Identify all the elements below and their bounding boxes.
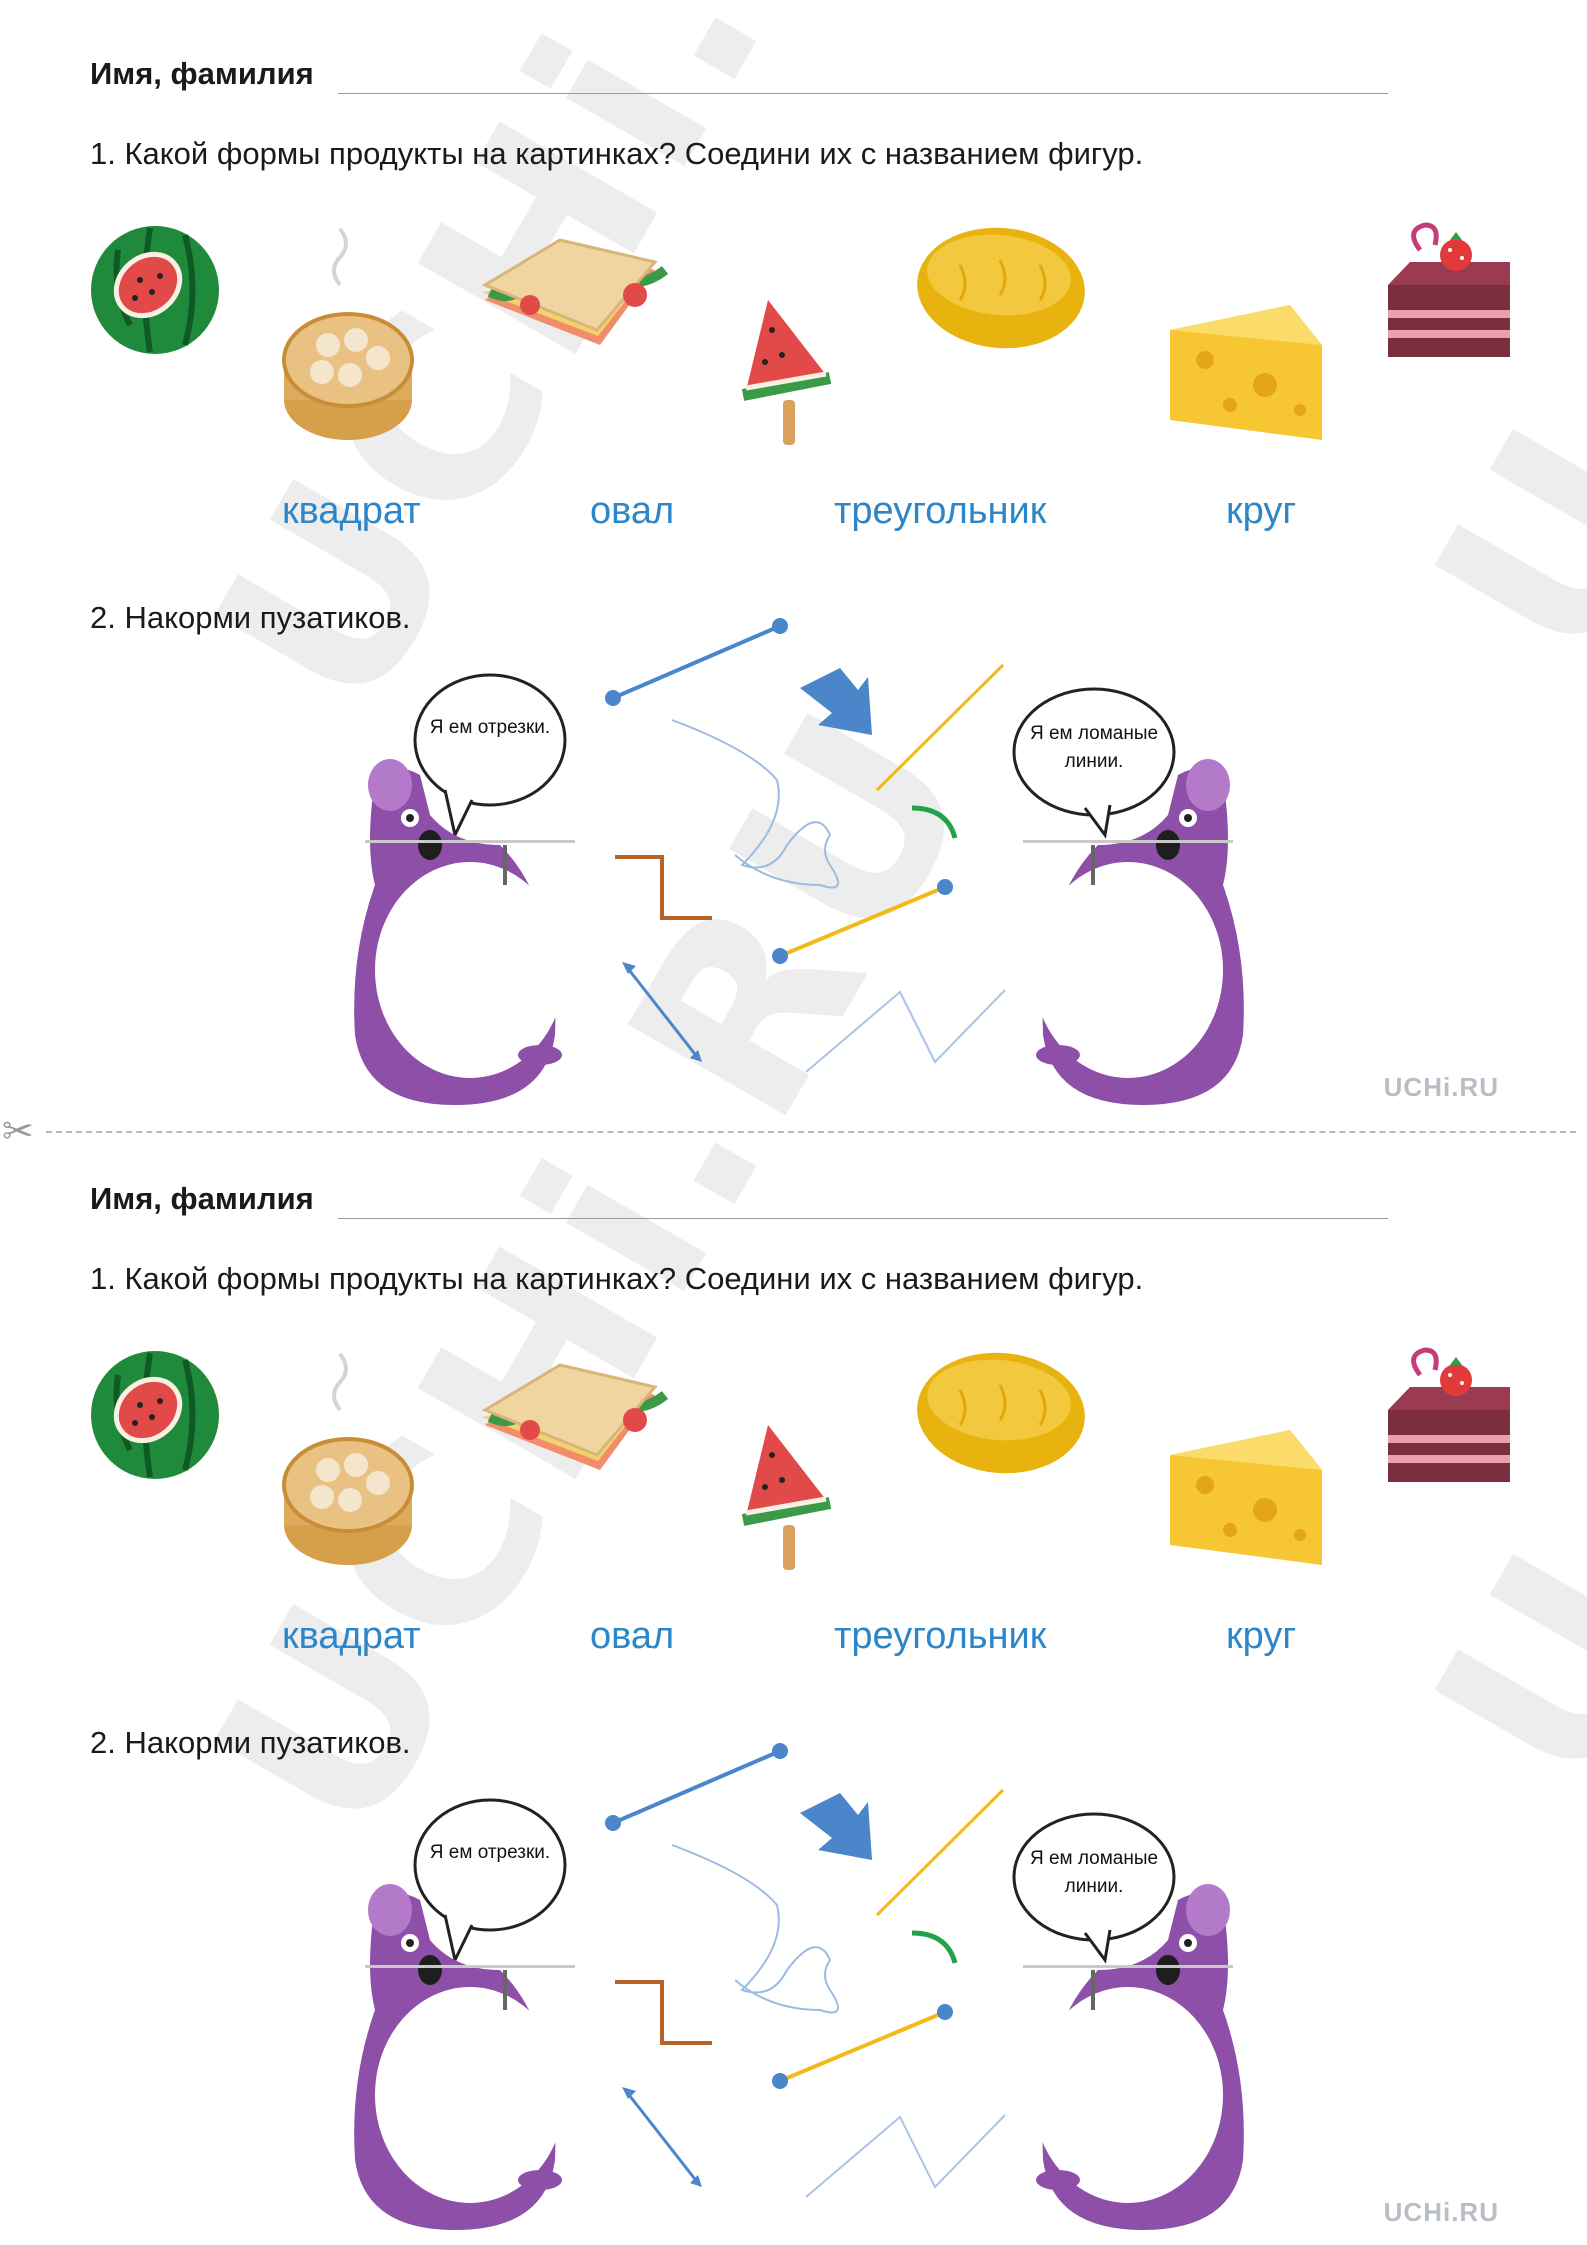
shape-word-oval: овал <box>590 1615 675 1657</box>
bubble-right-text-line2: линии. <box>1064 751 1124 772</box>
double-arrow-line[interactable] <box>622 962 702 1062</box>
line-segment-blue[interactable] <box>605 1743 788 1831</box>
speech-bubble-left <box>413 673 567 840</box>
bubble-left-text: Я ем отрезки. <box>429 717 551 738</box>
shape-word-triangle: треугольник <box>834 490 1047 532</box>
cake-icon[interactable] <box>1388 1347 1510 1482</box>
cut-line: ✂ <box>0 1111 1587 1153</box>
cheese-icon[interactable] <box>1170 1430 1322 1565</box>
sandwich-icon[interactable] <box>481 238 669 345</box>
line-segment-yellow[interactable] <box>772 2004 953 2089</box>
brand-logo: UCHi.RU <box>1383 2197 1499 2227</box>
task-2-text: 2. Накорми пузатиков. <box>90 1725 411 1760</box>
broken-line-brown[interactable] <box>615 855 712 920</box>
arrow-icon <box>800 668 872 735</box>
cake-icon[interactable] <box>1388 222 1510 357</box>
line-yellow-straight[interactable] <box>875 663 1005 792</box>
broken-line-zigzag[interactable] <box>805 989 1006 1073</box>
curve-line-blue[interactable] <box>671 1844 839 2014</box>
speech-bubble-right <box>1012 1812 1176 1964</box>
worksheet-art <box>91 221 1510 1105</box>
worksheet-bottom: Имя, фамилия 1. Какой формы продукты на … <box>0 1125 1587 2245</box>
line-yellow-straight[interactable] <box>875 1788 1005 1917</box>
brand-logo: UCHi.RU <box>1383 1072 1499 1102</box>
watermelon-icon[interactable] <box>91 226 219 354</box>
line-segment-blue[interactable] <box>605 618 788 706</box>
worksheet-art <box>91 1346 1510 2230</box>
cheese-icon[interactable] <box>1170 305 1322 440</box>
shape-word-square: квадрат <box>282 1615 421 1657</box>
task-1-text: 1. Какой формы продукты на картинках? Со… <box>90 136 1144 171</box>
purple-monster-right <box>1023 1884 1244 2230</box>
broken-line-brown[interactable] <box>615 1980 712 2045</box>
shape-word-triangle: треугольник <box>834 1615 1047 1657</box>
dashed-divider <box>46 1131 1576 1133</box>
worksheet-top: Имя, фамилия 1. Какой формы продукты на … <box>0 0 1587 1120</box>
shape-word-oval: овал <box>590 490 675 532</box>
dumplings-steamer-icon[interactable] <box>282 227 414 440</box>
bubble-right-text-line1: Я ем ломаные <box>1029 1848 1159 1869</box>
shape-word-circle: круг <box>1226 490 1297 532</box>
line-segment-yellow[interactable] <box>772 879 953 964</box>
name-field[interactable] <box>338 93 1388 94</box>
task-1-text: 1. Какой формы продукты на картинках? Со… <box>90 1261 1144 1296</box>
speech-bubble-left <box>413 1798 567 1965</box>
bubble-left-text: Я ем отрезки. <box>429 1842 551 1863</box>
dumplings-steamer-icon[interactable] <box>282 1352 414 1565</box>
bubble-right-text-line2: линии. <box>1064 1876 1124 1897</box>
watermelon-popsicle-icon[interactable] <box>741 1425 832 1570</box>
oval-bread-icon[interactable] <box>912 221 1090 355</box>
name-label: Имя, фамилия <box>90 56 314 91</box>
broken-line-zigzag[interactable] <box>805 2114 1006 2198</box>
purple-monster-right <box>1023 759 1244 1105</box>
speech-bubble-right <box>1012 687 1176 839</box>
arc-green[interactable] <box>911 805 958 839</box>
arc-green[interactable] <box>911 1930 958 1964</box>
shape-word-square: квадрат <box>282 490 421 532</box>
purple-monster-left <box>354 759 575 1105</box>
curve-line-blue[interactable] <box>671 719 839 889</box>
shape-word-circle: круг <box>1226 1615 1297 1657</box>
purple-monster-left <box>354 1884 575 2230</box>
oval-bread-icon[interactable] <box>912 1346 1090 1480</box>
scissors-icon: ✂ <box>2 1111 34 1153</box>
watermelon-popsicle-icon[interactable] <box>741 300 832 445</box>
name-label: Имя, фамилия <box>90 1181 314 1216</box>
task-2-text: 2. Накорми пузатиков. <box>90 600 411 635</box>
watermelon-icon[interactable] <box>91 1351 219 1479</box>
arrow-icon <box>800 1793 872 1860</box>
double-arrow-line[interactable] <box>622 2087 702 2187</box>
name-field[interactable] <box>338 1218 1388 1219</box>
bubble-right-text-line1: Я ем ломаные <box>1029 723 1159 744</box>
sandwich-icon[interactable] <box>481 1363 669 1470</box>
